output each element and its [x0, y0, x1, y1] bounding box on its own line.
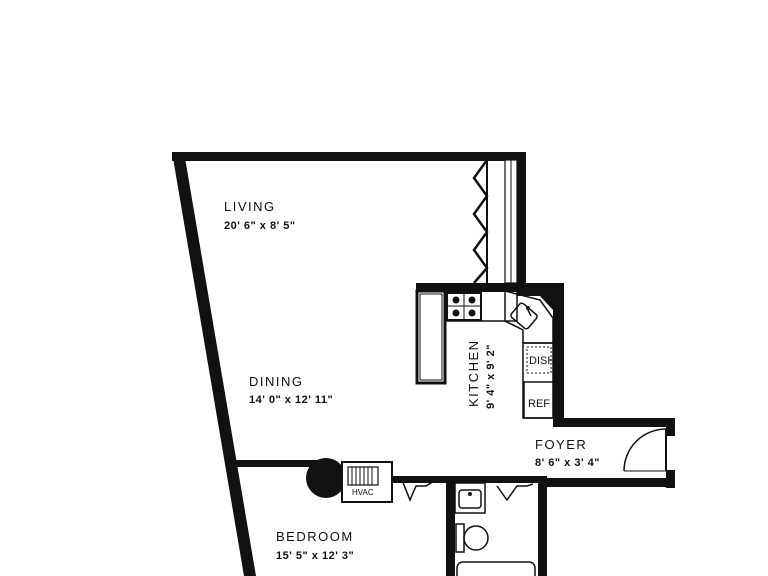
- column-icon: [306, 458, 346, 498]
- bathtub: [456, 561, 536, 576]
- wall-bath-left: [446, 476, 455, 576]
- bath-sink-counter: [454, 482, 486, 514]
- wall-bath-right: [538, 476, 547, 576]
- wall-foyer-right: [666, 418, 675, 436]
- dining-label: DINING: [249, 374, 304, 389]
- refrigerator-label: REF: [528, 398, 550, 410]
- closet-doors: [392, 479, 534, 502]
- living-label: LIVING: [224, 199, 276, 214]
- dining-dims: 14' 0" x 12' 11": [249, 394, 333, 406]
- kitchen-dims: 9' 4" x 9' 2": [485, 344, 497, 409]
- wall-living-right: [517, 152, 526, 286]
- walls: [172, 152, 675, 576]
- bedroom-dims: 15' 5" x 12' 3": [276, 550, 354, 562]
- window-living: [472, 159, 518, 284]
- foyer-dims: 8' 6" x 3' 4": [535, 457, 600, 469]
- kitchen-peninsula: [415, 289, 447, 385]
- hvac-label: HVAC: [352, 488, 374, 497]
- bedroom-label: BEDROOM: [276, 529, 354, 544]
- bathroom-fixtures: [454, 482, 536, 576]
- hvac-unit: HVAC: [306, 458, 393, 503]
- wall-bedroom-top: [233, 460, 317, 467]
- room-labels: LIVING 20' 6" x 8' 5" DINING 14' 0" x 12…: [224, 199, 600, 562]
- foyer-door: [623, 428, 667, 472]
- refrigerator: [523, 381, 555, 419]
- dishwasher-label: DISH: [529, 355, 555, 367]
- kitchen-sink: [510, 302, 538, 330]
- kitchen-label: KITCHEN: [466, 339, 481, 407]
- wall-top: [172, 152, 526, 161]
- wall-left-angled: [172, 152, 256, 576]
- dishwasher: [526, 346, 552, 374]
- wall-foyer-top: [553, 418, 674, 427]
- kitchen-fixtures: [415, 289, 555, 419]
- wall-foyer-bottom: [540, 478, 675, 487]
- toilet-bowl: [463, 525, 489, 551]
- wall-bath-top: [386, 476, 546, 483]
- toilet-tank: [455, 523, 465, 553]
- bath-sink: [458, 489, 482, 509]
- wall-kitchen-top: [416, 283, 526, 292]
- living-dims: 20' 6" x 8' 5": [224, 220, 296, 232]
- wall-kitchen-corner: [517, 283, 564, 423]
- foyer-label: FOYER: [535, 437, 587, 452]
